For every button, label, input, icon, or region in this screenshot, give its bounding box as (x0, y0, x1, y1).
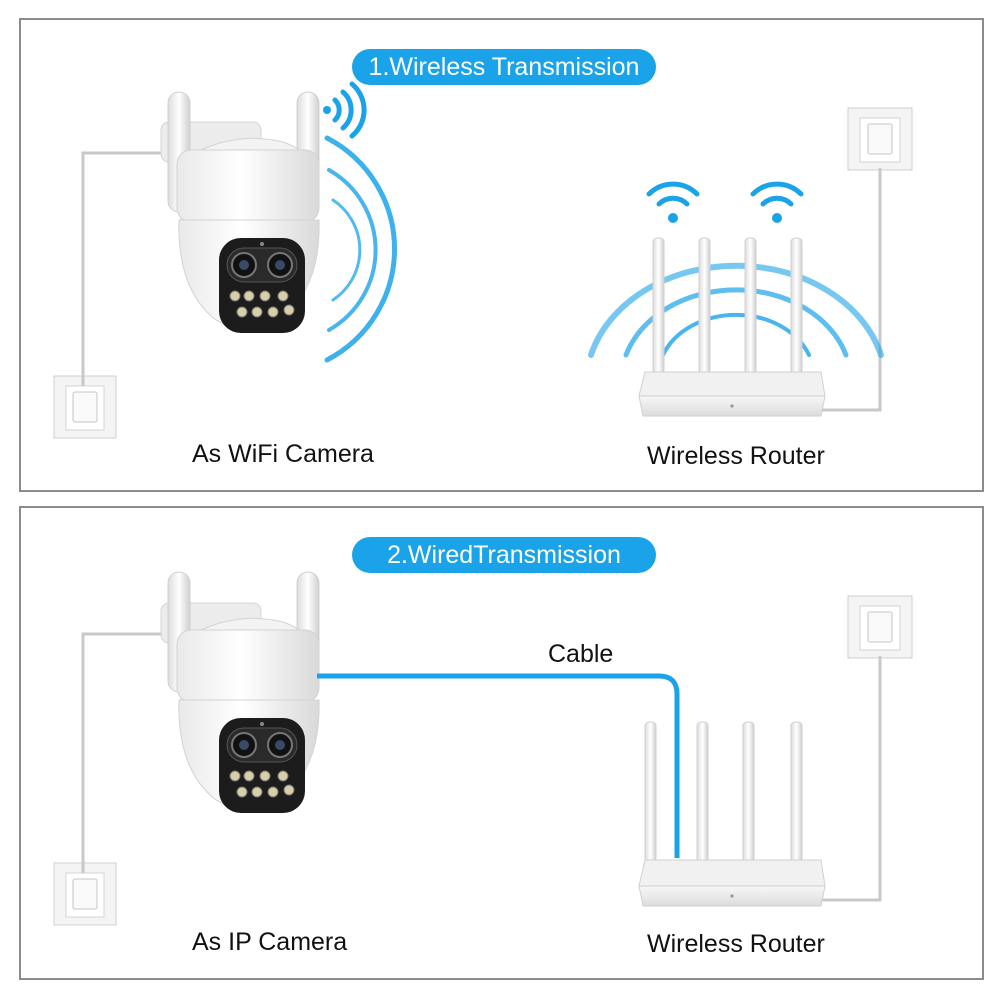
router-label: Wireless Router (647, 930, 825, 958)
power-wire-router (821, 168, 882, 412)
wall-socket-right (847, 107, 913, 171)
camera-wireless-waves (324, 135, 398, 363)
wireless-transmission-panel: 1.Wireless Transmission As WiFi Camera W… (19, 18, 984, 492)
router-wireless-waves (588, 262, 884, 358)
wall-socket-right (847, 595, 913, 659)
wireless-router (638, 237, 826, 417)
camera-label: As IP Camera (192, 928, 348, 956)
panel-title: 1.Wireless Transmission (352, 49, 656, 85)
router-label: Wireless Router (647, 442, 825, 470)
wireless-router (638, 721, 826, 907)
camera-label: As WiFi Camera (192, 440, 374, 468)
wifi-icon-left (646, 181, 700, 223)
wired-transmission-panel: 2.WiredTransmission Cable As IP Camera W… (19, 506, 984, 980)
power-wire-camera (81, 151, 181, 386)
network-cable (317, 673, 680, 858)
ip-camera (160, 571, 320, 813)
power-wire-router (821, 656, 882, 902)
wired-scene (53, 571, 913, 926)
wall-socket-left (53, 375, 117, 439)
wall-socket-left (53, 862, 117, 926)
wifi-camera (160, 91, 320, 333)
cable-label: Cable (548, 640, 614, 668)
panel-title: 2.WiredTransmission (352, 537, 656, 573)
camera-signal-icon (323, 81, 367, 139)
power-wire-camera (81, 632, 181, 873)
wireless-scene (53, 81, 913, 439)
wifi-icon-right (750, 181, 804, 223)
